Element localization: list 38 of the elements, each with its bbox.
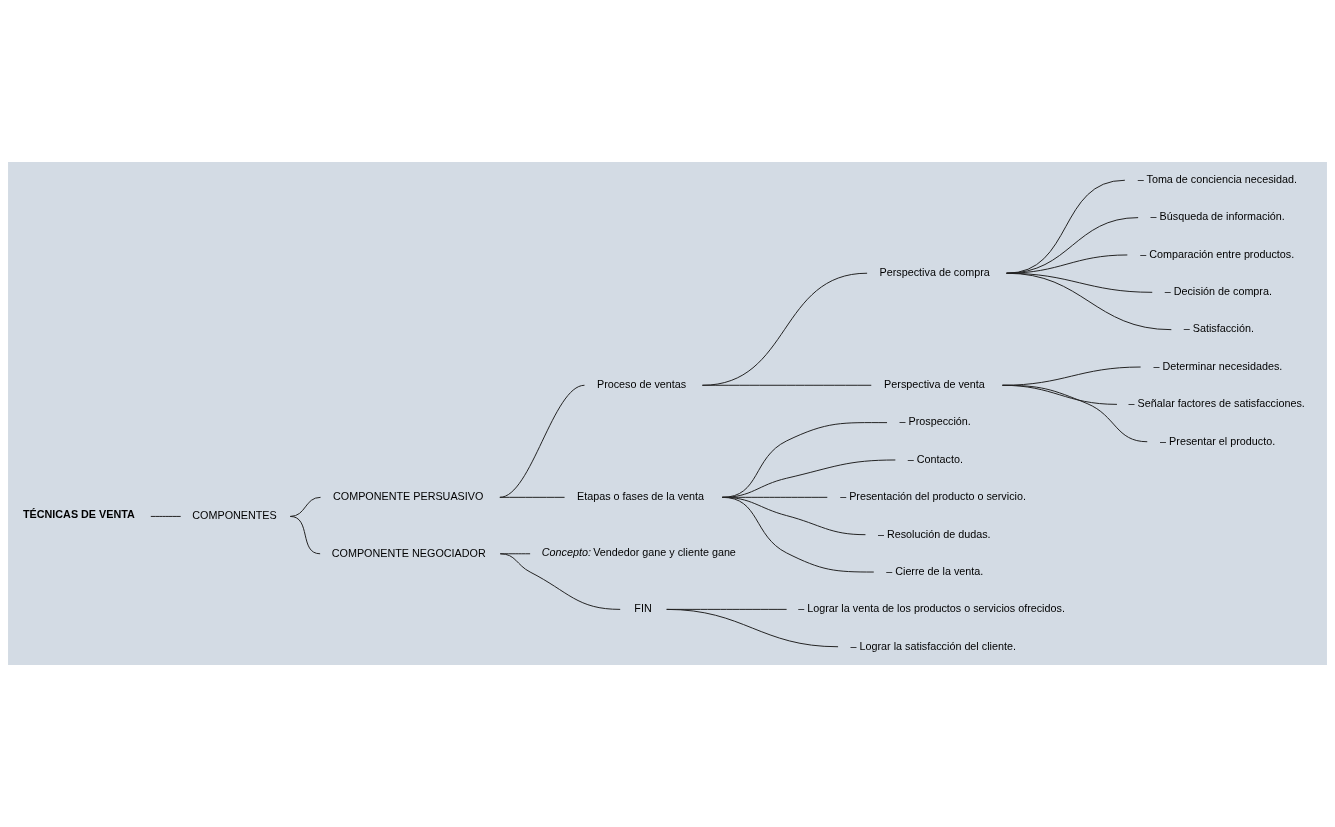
connector xyxy=(1006,217,1139,274)
node-text: FIN xyxy=(634,602,652,615)
node-text: – Decisión de compra. xyxy=(1164,285,1272,298)
node-text: – Búsqueda de información. xyxy=(1150,210,1285,223)
node-text: – Toma de conciencia necesidad. xyxy=(1137,173,1297,186)
node-text: TÉCNICAS DE VENTA xyxy=(22,508,135,521)
node-text: – Contacto. xyxy=(907,452,963,465)
node-text: – Lograr la satisfacción del cliente. xyxy=(850,639,1016,652)
node-text: – Presentar el producto. xyxy=(1160,434,1276,447)
node-text: Perspectiva de compra xyxy=(879,266,990,279)
connector xyxy=(150,515,182,517)
node-text: – Determinar necesidades. xyxy=(1153,359,1283,372)
connector xyxy=(1001,384,1148,443)
node-text: Etapas o fases de la venta xyxy=(577,490,705,503)
node-text: – Cierre de la venta. xyxy=(886,564,984,577)
node-text: – Comparación entre productos. xyxy=(1140,247,1295,260)
node-text: COMPONENTE PERSUASIVO xyxy=(333,490,484,503)
connector xyxy=(499,496,566,498)
node-text: – Señalar factores de satisfacciones. xyxy=(1128,397,1305,410)
connector xyxy=(666,608,839,648)
connector xyxy=(1006,179,1126,274)
connector xyxy=(289,515,321,555)
connector xyxy=(701,384,872,386)
node-text: Perspectiva de venta xyxy=(884,378,985,391)
connector xyxy=(499,553,621,610)
connector xyxy=(721,496,875,573)
node-text: – Resolución de dudas. xyxy=(877,527,991,540)
connector xyxy=(289,496,322,517)
node-text: – Prospección. xyxy=(899,415,971,428)
connector xyxy=(499,384,585,498)
node-text: – Lograr la venta de los productos o servicios ofrecidos. xyxy=(798,602,1065,615)
connector xyxy=(1006,272,1172,331)
node-text: – Presentación del producto o servicio. xyxy=(840,490,1026,503)
node-text: COMPONENTE NEGOCIADOR xyxy=(331,546,486,559)
node-text: Proceso de ventas xyxy=(596,378,687,391)
node-text: COMPONENTES xyxy=(192,509,277,522)
node-text: – Satisfacción. xyxy=(1183,322,1254,335)
node-text: Concepto: Vendedor gane y cliente gane xyxy=(541,545,736,558)
